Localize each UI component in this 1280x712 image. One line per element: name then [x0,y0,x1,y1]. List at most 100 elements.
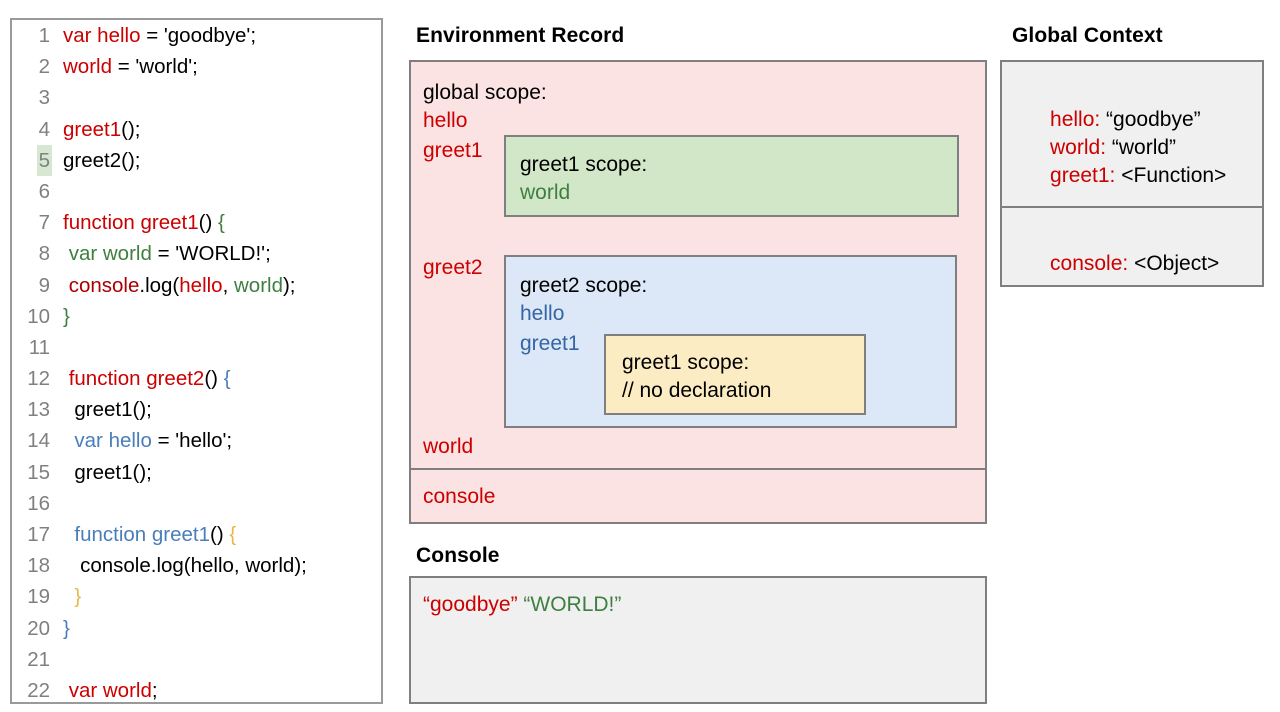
code-line[interactable]: 22 var world; [12,675,381,702]
code-line-text: console.log(hello, world); [52,550,307,581]
code-line-text: var world = 'WORLD!'; [52,238,271,269]
console-output-line: “goodbye” “WORLD!” [423,591,621,618]
line-number: 3 [38,86,50,110]
code-line-text: greet1(); [52,394,152,425]
code-line[interactable]: 11 [12,332,381,363]
code-line[interactable]: 6 [12,176,381,207]
code-token: = 'world'; [112,55,198,79]
code-line[interactable]: 8 var world = 'WORLD!'; [12,238,381,269]
global-context-entry-hello: hello: “goodbye” [1015,79,1201,160]
greet1-scope-var-world: world [520,181,571,204]
code-line-text: console.log(hello, world); [52,270,296,301]
code-line[interactable]: 16 [12,488,381,519]
line-number: 21 [27,647,50,671]
code-token: var hello [63,24,141,47]
code-token: } [63,616,70,640]
code-token: } [63,304,70,328]
code-line[interactable]: 12 function greet2() { [12,363,381,394]
code-token: ); [282,273,296,297]
code-token: } [74,585,82,609]
code-line[interactable]: 19 } [12,581,381,612]
code-line-text: function greet2() { [52,363,231,394]
line-number: 12 [27,367,50,391]
line-number: 15 [27,460,50,484]
greet2-scope-var-greet1: greet1 [520,332,580,355]
code-line[interactable]: 9 console.log(hello, world); [12,270,381,301]
code-token: = 'goodbye'; [140,24,257,47]
code-token: greet1 [63,117,122,141]
line-number: 7 [38,211,50,235]
code-line-text: greet1(); [52,114,141,145]
line-number: 10 [27,304,50,328]
global-context-key-console: console: [1050,252,1129,275]
line-number: 20 [27,616,50,640]
console-title: Console [416,544,500,567]
code-token: greet1(); [63,398,152,422]
global-context-entry-greet1: greet1: <Function> [1015,135,1226,216]
code-token: var world [68,242,152,266]
code-token: console [68,273,140,297]
code-line-text: } [52,301,70,332]
line-number: 9 [38,273,50,297]
code-line[interactable]: 20} [12,613,381,644]
console-output-box[interactable]: “goodbye” “WORLD!” [409,576,987,704]
code-line-text: function greet1() { [52,519,236,550]
code-token: var hello [74,429,152,453]
code-token [63,585,74,608]
inner-greet1-scope-box: greet1 scope: // no declaration [604,334,866,415]
env-binding-world: world [423,435,474,458]
code-token: = 'WORLD!'; [151,242,271,266]
code-token: () [204,367,224,391]
code-token: { [217,211,225,235]
code-token: () [210,523,230,546]
code-line[interactable]: 15 greet1(); [12,457,381,488]
global-context-value-hello: “goodbye” [1100,108,1201,131]
code-line-text: function greet1() { [52,207,225,238]
code-line[interactable]: 17 function greet1() { [12,519,381,550]
code-token: function greet1 [63,211,199,235]
code-token: .log( [139,273,180,297]
code-token: function greet2 [68,367,205,391]
line-number: 11 [28,335,50,359]
line-number: 19 [27,585,50,609]
code-line-text: greet2(); [52,145,140,176]
env-binding-hello: hello [423,109,468,132]
global-context-value-world: “world” [1106,136,1177,159]
greet2-scope-box: greet2 scope: hello greet1 greet1 scope:… [504,255,957,428]
inner-greet1-scope-note: // no declaration [622,379,772,402]
code-line-text: world = 'world'; [52,51,198,82]
code-token: var world [68,678,152,702]
global-context-builtins-section: console: <Object> [1002,208,1262,285]
code-line[interactable]: 18 console.log(hello, world); [12,550,381,581]
code-token: = 'hello'; [151,429,233,453]
line-number: 17 [27,523,50,546]
code-token: console.log(hello, world); [63,554,307,578]
code-line[interactable]: 13 greet1(); [12,394,381,425]
line-number: 4 [38,117,50,141]
greet1-scope-heading: greet1 scope: [520,153,648,176]
environment-record-console-section: console [411,470,985,522]
line-number: 6 [38,179,50,203]
code-line[interactable]: 10} [12,301,381,332]
code-token: { [229,523,237,546]
global-context-key-greet1: greet1: [1050,164,1116,187]
line-number: 13 [27,398,50,422]
code-line-text: var hello = 'hello'; [52,425,232,456]
line-number: 8 [38,242,50,266]
code-token: , [222,273,234,297]
environment-record-box: global scope: hello greet1 greet2 world … [409,60,987,524]
line-number: 1 [38,24,50,47]
code-line[interactable]: 21 [12,644,381,675]
code-line[interactable]: 3 [12,82,381,113]
code-token: greet2(); [63,148,141,172]
code-line[interactable]: 14 var hello = 'hello'; [12,425,381,456]
code-line-text: greet1(); [52,457,151,488]
code-line[interactable]: 1 var hello = 'goodbye'; [12,20,381,51]
console-output-token: “WORLD!” [517,593,622,616]
